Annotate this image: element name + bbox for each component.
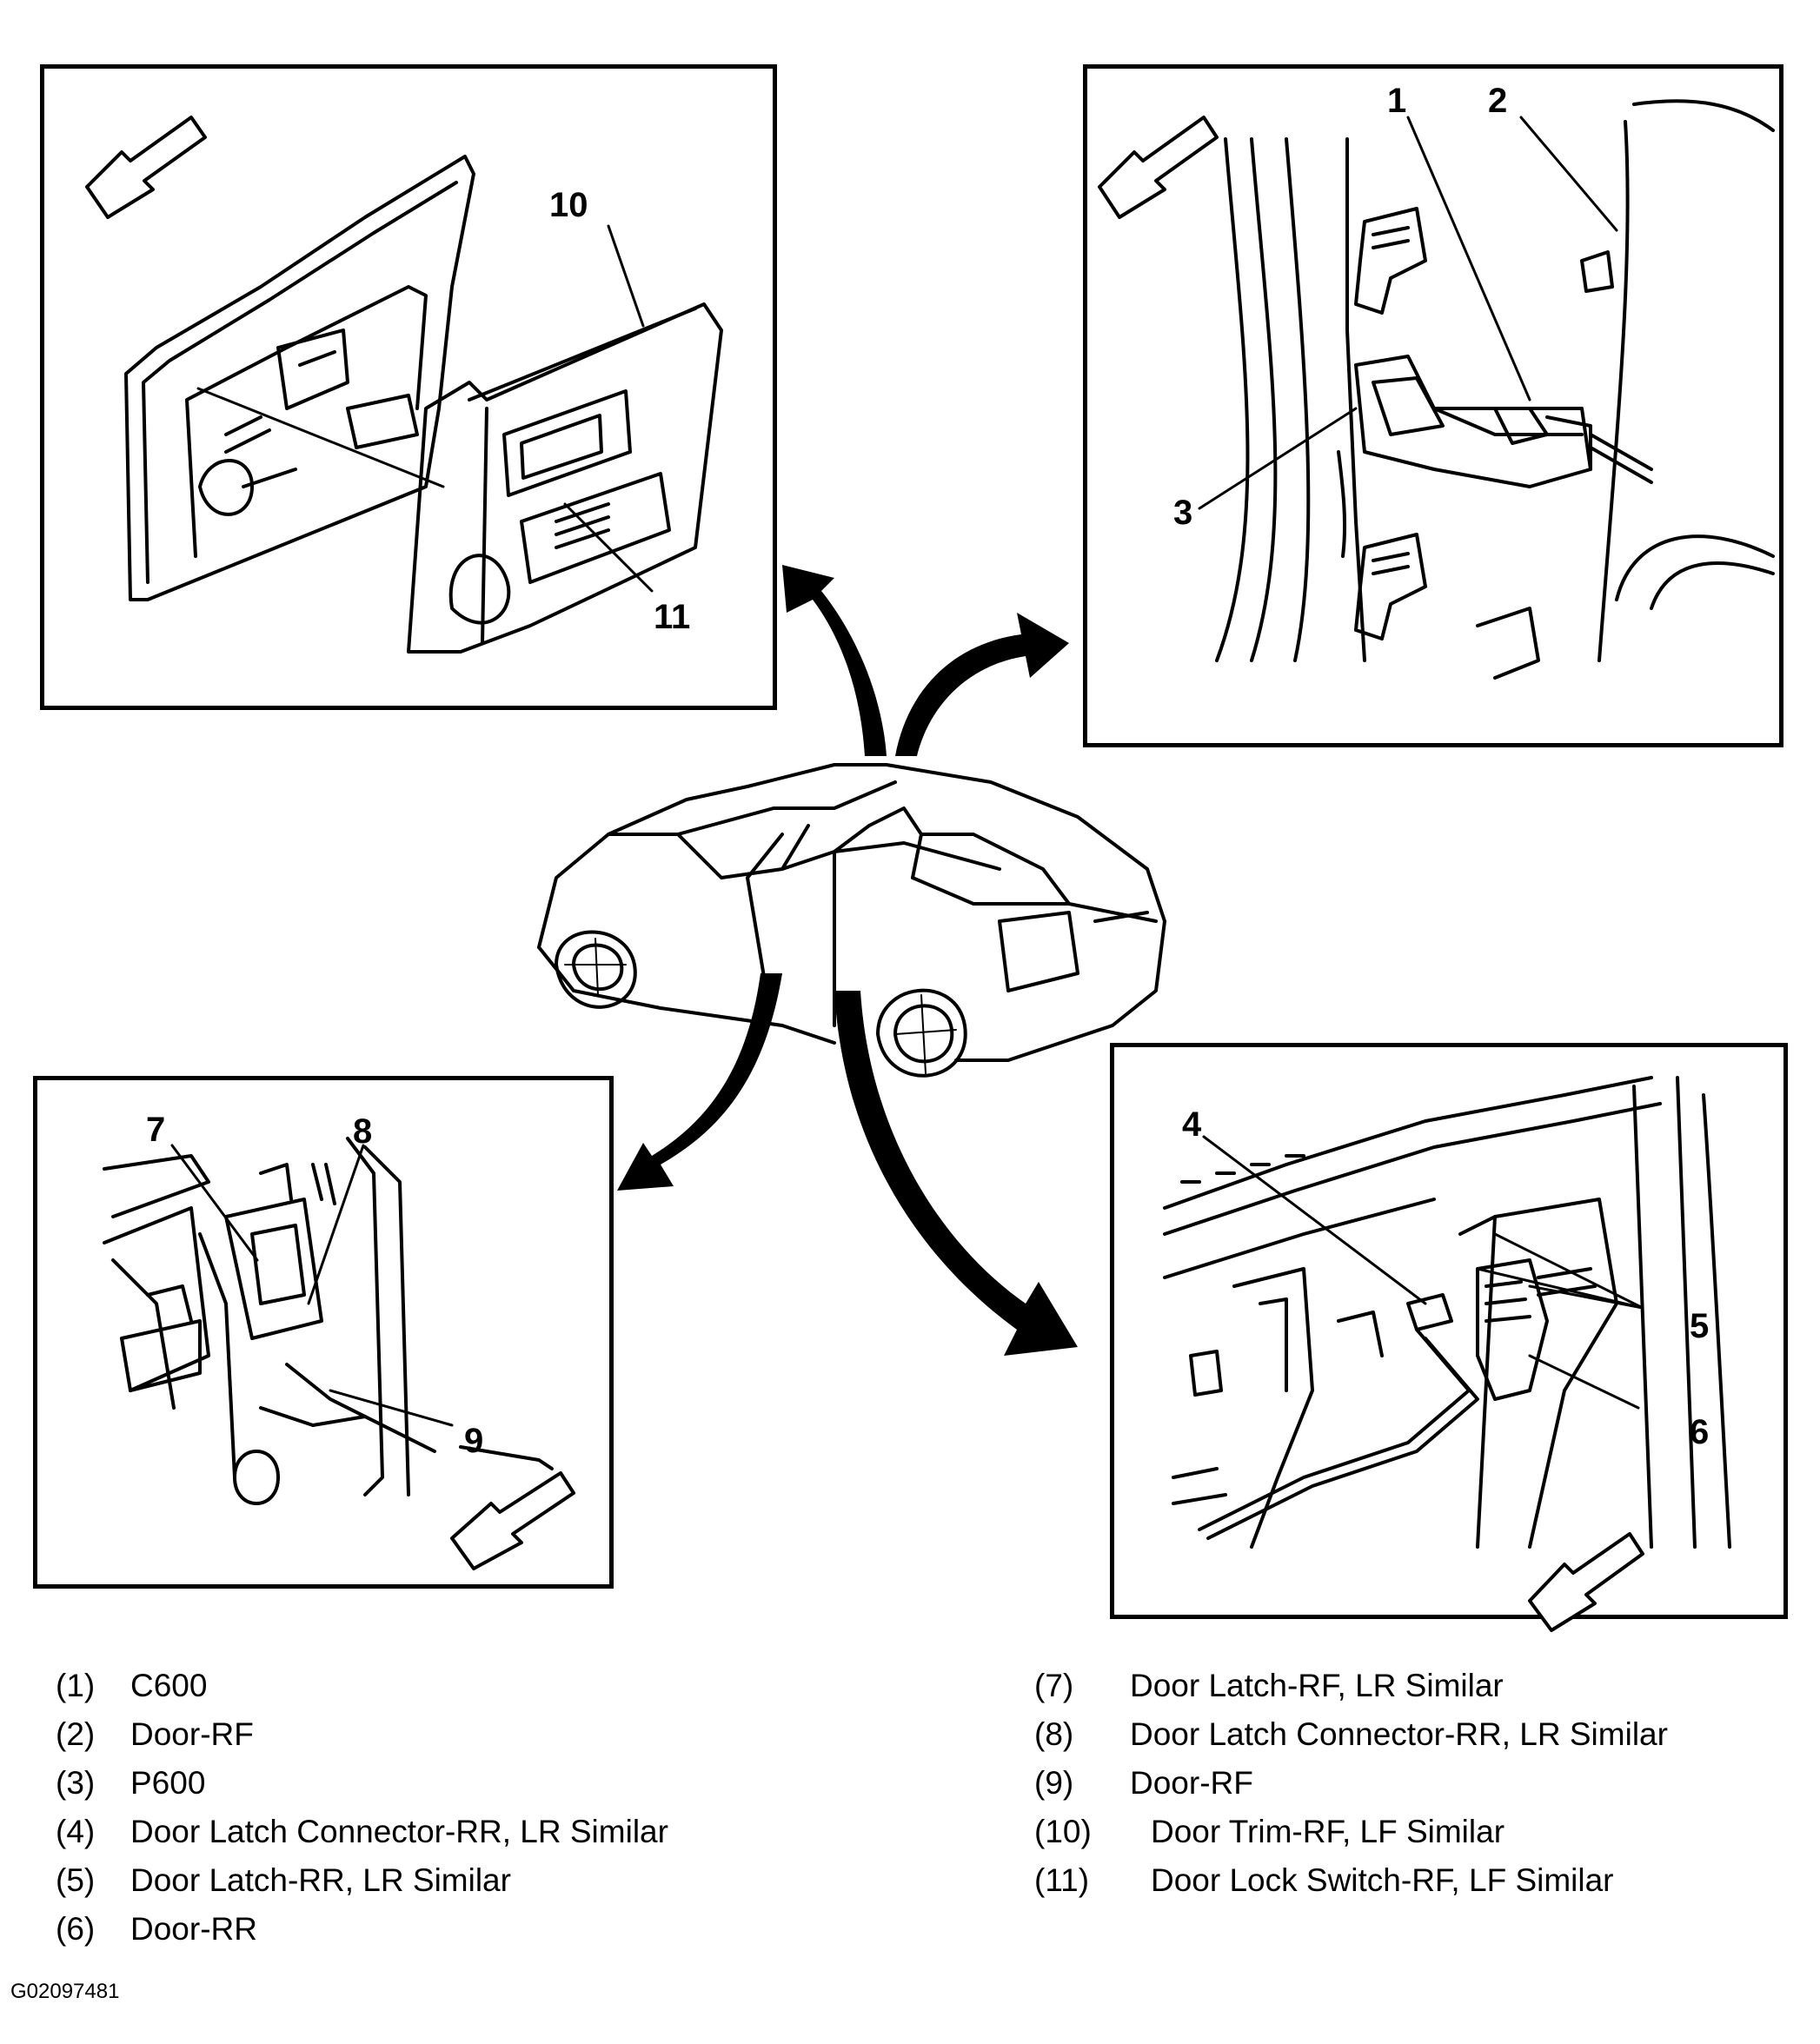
pointer-arrows: [617, 565, 1078, 1356]
legend-item: (10)Door Trim-RF, LF Similar: [1034, 1814, 1505, 1849]
callout-7: 7: [146, 1111, 166, 1149]
hinge-connector-illustration: [1098, 99, 1775, 680]
front-latch-illustration: [103, 1137, 575, 1570]
figure-id: G02097481: [10, 1980, 120, 2003]
front-door-illustration: [85, 116, 723, 654]
callout-11: 11: [654, 598, 691, 636]
panel-bottom-right: [1110, 1043, 1788, 1619]
rear-latch-illustration: [1163, 1076, 1731, 1632]
legend-item: (9)Door-RF: [1034, 1765, 1253, 1801]
legend-item: (4)Door Latch Connector-RR, LR Similar: [56, 1814, 668, 1849]
legend-item: (11)Door Lock Switch-RF, LF Similar: [1034, 1862, 1614, 1898]
legend-item: (2)Door-RF: [56, 1716, 254, 1752]
callout-10: 10: [549, 186, 588, 224]
callout-2: 2: [1488, 82, 1508, 120]
callout-4: 4: [1182, 1105, 1202, 1144]
legend-right: (7)Door Latch-RF, LR Similar (8)Door Lat…: [1034, 1662, 1668, 1905]
legend-item: (1)C600: [56, 1668, 208, 1703]
callout-8: 8: [353, 1112, 373, 1151]
panel-top-left: [40, 64, 777, 710]
legend-item: (6)Door-RR: [56, 1911, 257, 1947]
callout-6: 6: [1690, 1413, 1710, 1451]
legend-left: (1)C600 (2)Door-RF (3)P600 (4)Door Latch…: [56, 1662, 668, 1954]
callout-9: 9: [464, 1422, 484, 1460]
legend-item: (7)Door Latch-RF, LR Similar: [1034, 1668, 1504, 1703]
callout-1: 1: [1387, 82, 1407, 120]
legend-item: (5)Door Latch-RR, LR Similar: [56, 1862, 511, 1898]
callout-3: 3: [1173, 494, 1193, 532]
car-illustration: [537, 763, 1166, 1078]
legend-item: (8)Door Latch Connector-RR, LR Similar: [1034, 1716, 1668, 1752]
legend-item: (3)P600: [56, 1765, 206, 1801]
callout-5: 5: [1690, 1307, 1710, 1345]
